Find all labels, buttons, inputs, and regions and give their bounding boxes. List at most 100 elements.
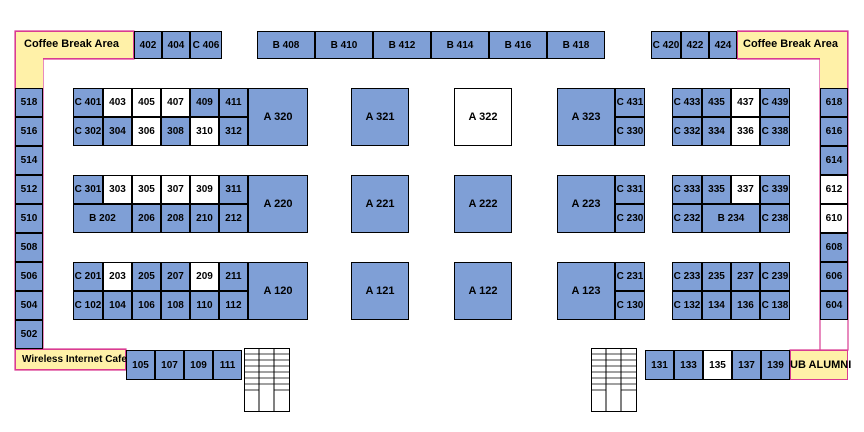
booth-134[interactable]: 134 (702, 291, 731, 320)
booth-c431[interactable]: C 431 (615, 88, 645, 117)
booth-237[interactable]: 237 (731, 262, 760, 291)
booth-c333[interactable]: C 333 (672, 175, 702, 204)
booth-311[interactable]: 311 (219, 175, 248, 204)
booth-a121[interactable]: A 121 (351, 262, 409, 320)
booth-b416[interactable]: B 416 (489, 31, 547, 59)
booth-207[interactable]: 207 (161, 262, 190, 291)
booth-c130[interactable]: C 130 (615, 291, 645, 320)
booth-c239[interactable]: C 239 (760, 262, 790, 291)
booth-235[interactable]: 235 (702, 262, 731, 291)
booth-422[interactable]: 422 (681, 31, 709, 59)
booth-334[interactable]: 334 (702, 117, 731, 146)
booth-614[interactable]: 614 (820, 146, 848, 175)
booth-106[interactable]: 106 (132, 291, 161, 320)
booth-510[interactable]: 510 (15, 204, 43, 233)
booth-a321[interactable]: A 321 (351, 88, 409, 146)
booth-208[interactable]: 208 (161, 204, 190, 233)
booth-205[interactable]: 205 (132, 262, 161, 291)
booth-516[interactable]: 516 (15, 117, 43, 146)
booth-c302[interactable]: C 302 (73, 117, 103, 146)
booth-212[interactable]: 212 (219, 204, 248, 233)
booth-b412[interactable]: B 412 (373, 31, 431, 59)
booth-c132[interactable]: C 132 (672, 291, 702, 320)
booth-a323[interactable]: A 323 (557, 88, 615, 146)
booth-610[interactable]: 610 (820, 204, 848, 233)
booth-512[interactable]: 512 (15, 175, 43, 204)
booth-303[interactable]: 303 (103, 175, 132, 204)
booth-c231[interactable]: C 231 (615, 262, 645, 291)
booth-135[interactable]: 135 (703, 350, 732, 380)
booth-336[interactable]: 336 (731, 117, 760, 146)
booth-335[interactable]: 335 (702, 175, 731, 204)
booth-a322[interactable]: A 322 (454, 88, 512, 146)
booth-c330[interactable]: C 330 (615, 117, 645, 146)
booth-b410[interactable]: B 410 (315, 31, 373, 59)
booth-c401[interactable]: C 401 (73, 88, 103, 117)
booth-518[interactable]: 518 (15, 88, 43, 117)
booth-112[interactable]: 112 (219, 291, 248, 320)
booth-307[interactable]: 307 (161, 175, 190, 204)
booth-133[interactable]: 133 (674, 350, 703, 380)
booth-c420[interactable]: C 420 (651, 31, 681, 59)
booth-411[interactable]: 411 (219, 88, 248, 117)
booth-c201[interactable]: C 201 (73, 262, 103, 291)
booth-c102[interactable]: C 102 (73, 291, 103, 320)
booth-137[interactable]: 137 (732, 350, 761, 380)
booth-604[interactable]: 604 (820, 291, 848, 320)
booth-304[interactable]: 304 (103, 117, 132, 146)
booth-210[interactable]: 210 (190, 204, 219, 233)
booth-506[interactable]: 506 (15, 262, 43, 291)
booth-c338[interactable]: C 338 (760, 117, 790, 146)
booth-312[interactable]: 312 (219, 117, 248, 146)
booth-c439[interactable]: C 439 (760, 88, 790, 117)
booth-502[interactable]: 502 (15, 320, 43, 349)
booth-c138[interactable]: C 138 (760, 291, 790, 320)
booth-136[interactable]: 136 (731, 291, 760, 320)
booth-403[interactable]: 403 (103, 88, 132, 117)
booth-c433[interactable]: C 433 (672, 88, 702, 117)
booth-b408[interactable]: B 408 (257, 31, 315, 59)
booth-b202[interactable]: B 202 (73, 204, 132, 233)
booth-504[interactable]: 504 (15, 291, 43, 320)
booth-c301[interactable]: C 301 (73, 175, 103, 204)
booth-405[interactable]: 405 (132, 88, 161, 117)
booth-616[interactable]: 616 (820, 117, 848, 146)
booth-308[interactable]: 308 (161, 117, 190, 146)
booth-109[interactable]: 109 (184, 350, 213, 380)
booth-b414[interactable]: B 414 (431, 31, 489, 59)
booth-424[interactable]: 424 (709, 31, 737, 59)
booth-203[interactable]: 203 (103, 262, 132, 291)
booth-110[interactable]: 110 (190, 291, 219, 320)
booth-c232[interactable]: C 232 (672, 204, 702, 233)
booth-c331[interactable]: C 331 (615, 175, 645, 204)
booth-c339[interactable]: C 339 (760, 175, 790, 204)
booth-a223[interactable]: A 223 (557, 175, 615, 233)
booth-404[interactable]: 404 (162, 31, 190, 59)
booth-211[interactable]: 211 (219, 262, 248, 291)
booth-a221[interactable]: A 221 (351, 175, 409, 233)
booth-139[interactable]: 139 (761, 350, 790, 380)
booth-435[interactable]: 435 (702, 88, 731, 117)
booth-305[interactable]: 305 (132, 175, 161, 204)
booth-337[interactable]: 337 (731, 175, 760, 204)
booth-508[interactable]: 508 (15, 233, 43, 262)
booth-309[interactable]: 309 (190, 175, 219, 204)
booth-a222[interactable]: A 222 (454, 175, 512, 233)
booth-111[interactable]: 111 (213, 350, 242, 380)
booth-c238[interactable]: C 238 (760, 204, 790, 233)
booth-c233[interactable]: C 233 (672, 262, 702, 291)
booth-a122[interactable]: A 122 (454, 262, 512, 320)
booth-407[interactable]: 407 (161, 88, 190, 117)
booth-608[interactable]: 608 (820, 233, 848, 262)
booth-105[interactable]: 105 (126, 350, 155, 380)
booth-c406[interactable]: C 406 (190, 31, 222, 59)
booth-310[interactable]: 310 (190, 117, 219, 146)
booth-409[interactable]: 409 (190, 88, 219, 117)
booth-c230[interactable]: C 230 (615, 204, 645, 233)
booth-206[interactable]: 206 (132, 204, 161, 233)
booth-a123[interactable]: A 123 (557, 262, 615, 320)
booth-c332[interactable]: C 332 (672, 117, 702, 146)
booth-514[interactable]: 514 (15, 146, 43, 175)
booth-606[interactable]: 606 (820, 262, 848, 291)
booth-306[interactable]: 306 (132, 117, 161, 146)
